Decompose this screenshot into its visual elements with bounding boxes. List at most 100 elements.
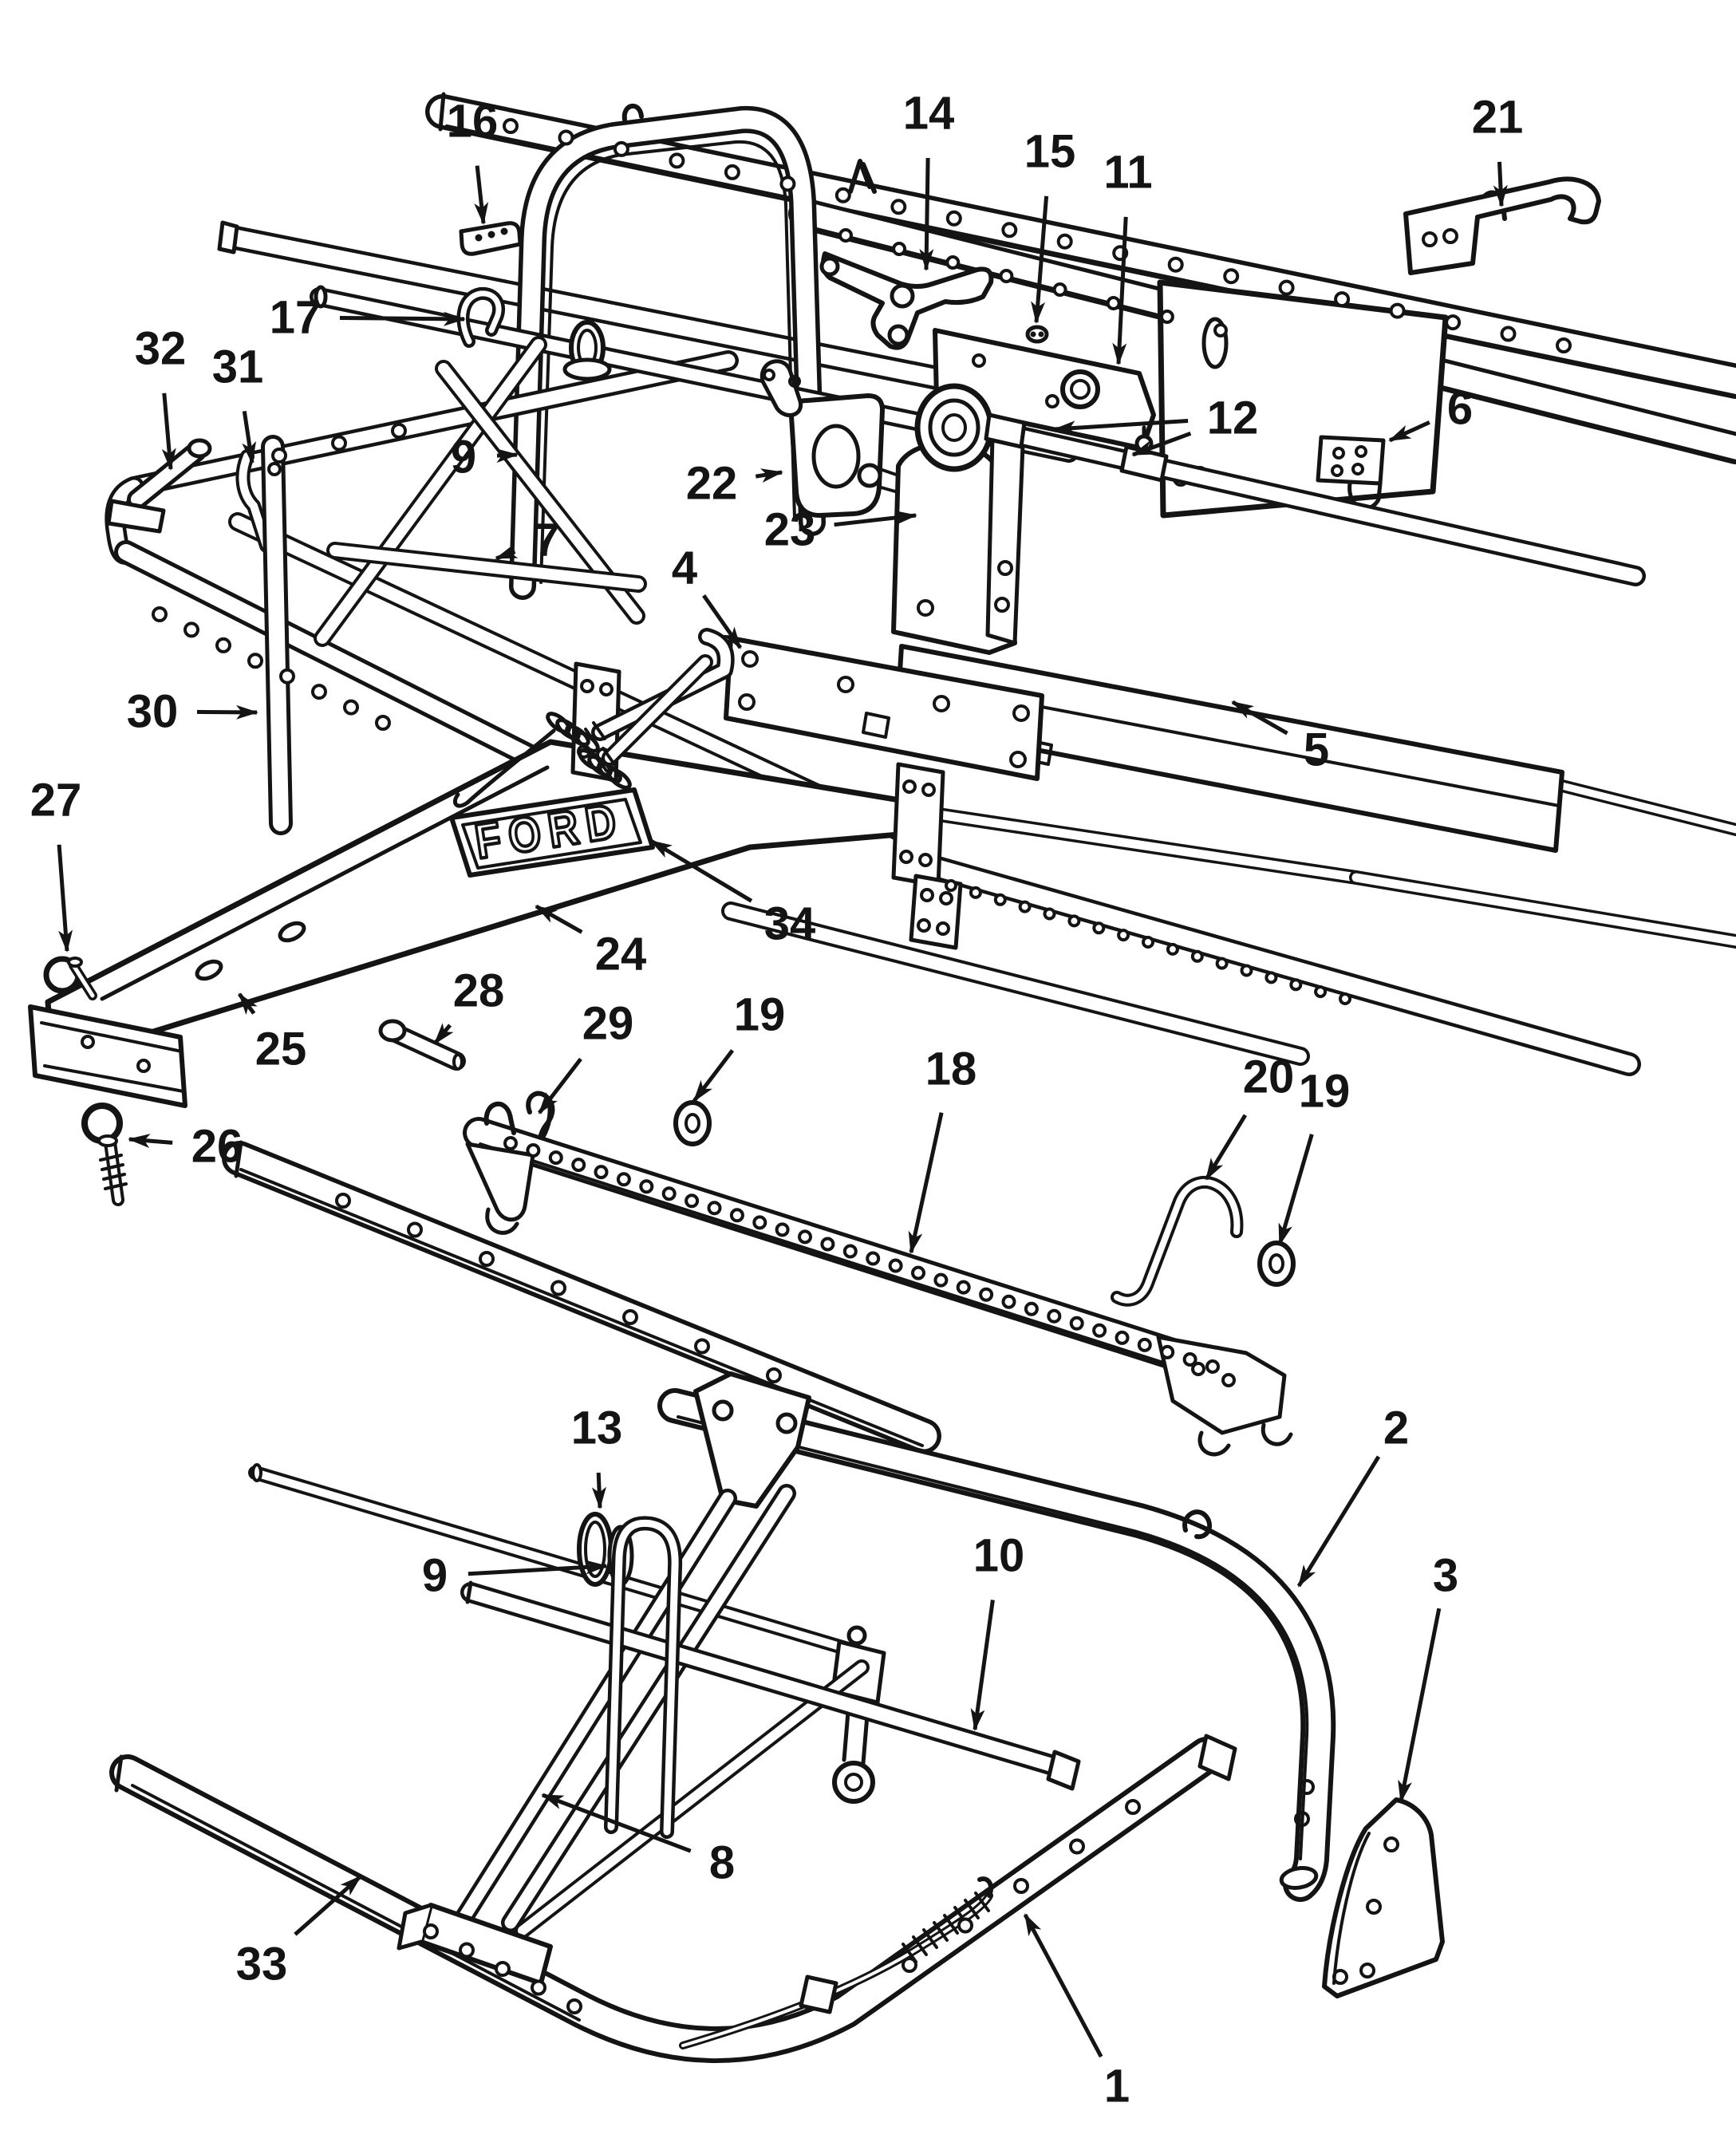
callout-24-label: 24 <box>595 929 647 980</box>
callout-9-arrow <box>468 1560 608 1576</box>
frame-plate <box>724 636 1044 781</box>
callout-16-label: 16 <box>447 96 499 148</box>
flat-washer-a <box>673 1100 712 1146</box>
callout-15-arrow <box>1031 195 1049 324</box>
flat-washer-b <box>1257 1241 1296 1287</box>
callout-13-label: 13 <box>571 1402 623 1454</box>
callout-34-label: 34 <box>764 898 816 950</box>
fender-plate <box>1322 1797 1445 1998</box>
stay-bracket <box>1403 176 1601 275</box>
callout-17-arrow <box>339 311 466 326</box>
callout-34: 34 <box>649 838 816 950</box>
callout-9-label: 9 <box>422 1550 448 1602</box>
rocker-casting <box>819 251 994 350</box>
hanger-strap <box>261 435 293 835</box>
callout-20-arrow <box>1204 1114 1248 1181</box>
stabilizer-bar <box>460 1580 1081 1791</box>
callout-26: 26 <box>128 1121 243 1173</box>
eyebolt <box>81 1103 128 1206</box>
callout-5-label: 5 <box>1304 724 1329 776</box>
callout-23: 23 <box>764 504 917 556</box>
callout-33-label: 33 <box>236 1939 288 1990</box>
callout-20: 20 <box>1204 1051 1295 1181</box>
lift-bar <box>217 220 953 391</box>
callout-13-arrow <box>591 1472 606 1509</box>
lower-left-rail <box>222 1140 941 1454</box>
callout-32: 32 <box>135 323 187 471</box>
bell-housing <box>788 393 914 518</box>
callout-20-label: 20 <box>1243 1051 1295 1103</box>
callout-11-arrow <box>1112 216 1128 365</box>
callout-8-arrow <box>541 1793 692 1853</box>
callout-2-arrow <box>1296 1455 1381 1588</box>
callout-8-label: 8 <box>709 1837 735 1889</box>
callout-25: 25 <box>238 992 306 1075</box>
tip-channel <box>28 1004 187 1108</box>
callout-29-label: 29 <box>582 998 634 1050</box>
callout-28-label: 28 <box>453 965 505 1017</box>
anchor-hook <box>1111 1175 1244 1307</box>
callout-17-label: 17 <box>270 292 322 344</box>
callout-30-label: 30 <box>127 686 179 738</box>
u-bolt-and-springs <box>453 628 735 808</box>
callout-31-label: 31 <box>212 341 264 393</box>
corner-pin <box>106 438 212 534</box>
callout-29: 29 <box>538 998 634 1114</box>
callout-22-label: 22 <box>686 458 738 510</box>
rivet-holes <box>152 118 1572 2014</box>
callout-10-label: 10 <box>973 1530 1025 1582</box>
bumper-tube <box>657 1388 1336 1902</box>
callout-23-arrow <box>834 511 917 527</box>
callout-19: 19 <box>692 989 786 1103</box>
callout-14-arrow <box>919 157 934 271</box>
callout-7: 7 <box>495 515 559 566</box>
callout-12-arrow <box>1131 431 1192 457</box>
callout-24: 24 <box>535 904 647 980</box>
callout-14: 14 <box>903 88 954 271</box>
callout-11: 11 <box>1103 147 1153 365</box>
callout-29-arrow <box>538 1057 582 1114</box>
callout-34-arrow <box>649 838 753 903</box>
callout-31-arrow <box>242 411 257 464</box>
callout-18-arrow <box>908 1112 944 1254</box>
callout-17: 17 <box>270 292 466 344</box>
callout-3-arrow <box>1398 1608 1442 1803</box>
callout-12: 12 <box>1053 393 1258 457</box>
callout-6: 6 <box>1388 383 1473 443</box>
callout-28-arrow <box>433 1023 454 1045</box>
callout-31: 31 <box>212 341 264 464</box>
callout-27-arrow <box>57 844 73 953</box>
rod-shackle <box>760 359 803 417</box>
callout-6-label: 6 <box>1447 383 1473 435</box>
callout-26-label: 26 <box>191 1121 243 1173</box>
callout-18-label: 18 <box>925 1043 977 1095</box>
callout-4-arrow <box>702 594 743 649</box>
callout-16-arrow <box>474 165 489 225</box>
callout-2-label: 2 <box>1383 1402 1409 1454</box>
callout-13: 13 <box>571 1402 623 1509</box>
shaft-and-key <box>984 412 1646 586</box>
callout-4: 4 <box>672 542 743 649</box>
callout-1: 1 <box>1023 1913 1130 2113</box>
side-rails <box>721 779 1736 1076</box>
clip-pad <box>459 221 523 256</box>
callout-19-label: 19 <box>734 989 786 1041</box>
callout-32-label: 32 <box>135 323 187 375</box>
callout-33: 33 <box>236 1875 362 1990</box>
callout-19: 19 <box>1277 1066 1351 1246</box>
a-frame-stand <box>397 1371 870 1986</box>
callout-11-label: 11 <box>1103 147 1152 199</box>
callout-18: 18 <box>908 1043 977 1254</box>
callout-10-arrow <box>970 1600 995 1731</box>
callout-16: 16 <box>447 96 499 225</box>
callout-9-arrow <box>495 448 519 464</box>
callout-26-arrow <box>128 1134 173 1149</box>
callout-8: 8 <box>541 1793 735 1889</box>
callout-2: 2 <box>1296 1402 1409 1588</box>
wishbone-strap <box>604 1516 683 1839</box>
diagonal-braces <box>314 336 647 647</box>
callout-19-label: 19 <box>1299 1066 1351 1118</box>
callout-21: 21 <box>1472 92 1523 207</box>
